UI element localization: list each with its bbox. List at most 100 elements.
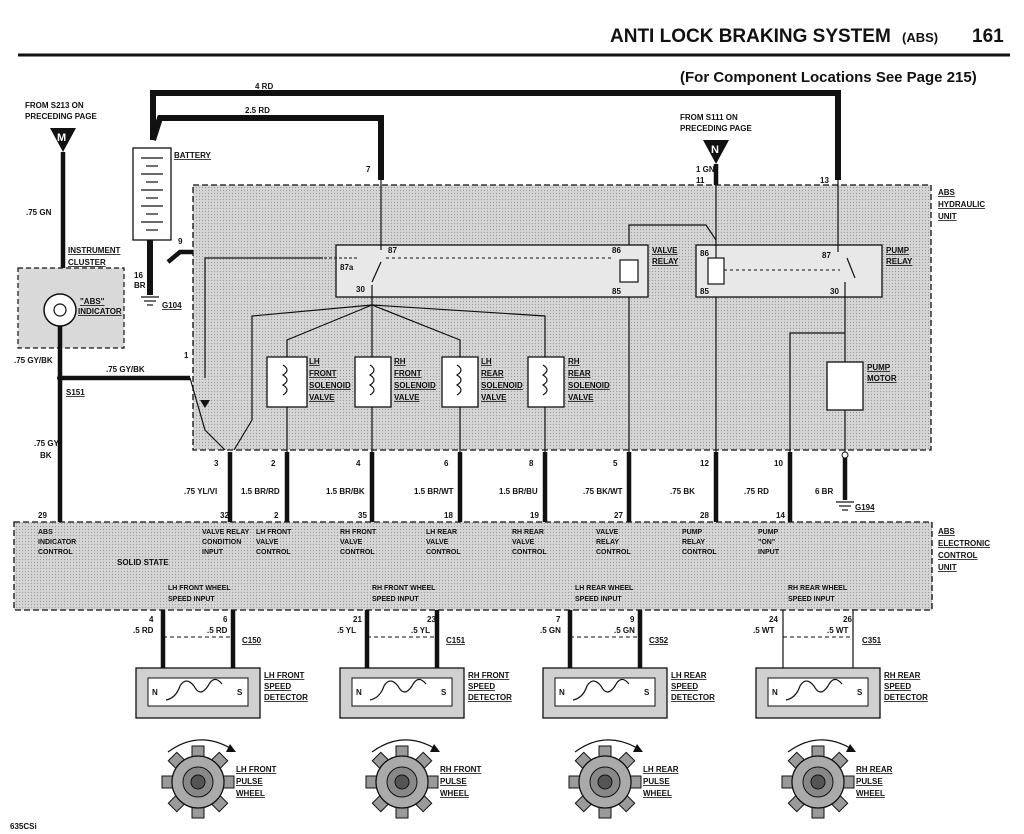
sensor-wire-label: .5 WT	[827, 626, 848, 635]
wire-pin-label: 8	[529, 459, 534, 468]
svg-text:11: 11	[696, 176, 705, 185]
wire-pin-label: 2	[271, 459, 276, 468]
svg-text:RELAY: RELAY	[652, 257, 679, 266]
pump-relay	[695, 244, 883, 298]
page-title: ANTI LOCK BRAKING SYSTEM	[610, 26, 891, 47]
connector-label: C151	[446, 636, 466, 645]
svg-text:VALVE: VALVE	[394, 393, 420, 402]
connector-label: C352	[649, 636, 669, 645]
sensor-coil-icon	[572, 678, 630, 701]
sensor-wire-label: .5 RD	[207, 626, 228, 635]
svg-text:BK: BK	[40, 451, 52, 460]
sensor-wire-label: .5 YL	[337, 626, 356, 635]
svg-text:1 GN: 1 GN	[696, 165, 715, 174]
ecu-pin-number: 14	[776, 511, 785, 520]
svg-text:CONTROL: CONTROL	[938, 551, 978, 560]
connector-label: C150	[242, 636, 262, 645]
ecu-pin-label: VALVE	[596, 529, 619, 536]
sensor-pin-label: 4	[149, 615, 154, 624]
abs-hydraulic-unit: ABS HYDRAULIC UNIT 7 1 GN 11 13 9 VALVE …	[178, 165, 985, 460]
solid-state-label: SOLID STATE	[117, 558, 169, 567]
pulse-wheel-label: PULSE	[856, 777, 883, 786]
pulse-wheel-label: WHEEL	[440, 789, 469, 798]
pulse-wheel-icon	[161, 745, 235, 819]
svg-text:SOLENOID: SOLENOID	[568, 381, 610, 390]
terminal-s: S	[237, 688, 243, 697]
sensor-coil-icon	[165, 678, 223, 701]
pulse-wheel-label: PULSE	[643, 777, 670, 786]
pulse-wheel-label: LH FRONT	[236, 765, 277, 774]
pulse-wheel-icon	[365, 745, 439, 819]
svg-text:SOLENOID: SOLENOID	[394, 381, 436, 390]
rotation-arrow-icon	[167, 739, 231, 753]
battery-label: BATTERY	[174, 151, 212, 160]
arrowhead-icon	[846, 744, 856, 752]
ecu-pin-label: RELAY	[682, 539, 705, 546]
arrowhead-icon	[226, 744, 236, 752]
terminal-n: N	[772, 688, 778, 697]
wire-label-25rd: 2.5 RD	[245, 106, 270, 115]
svg-text:.75 GY/BK: .75 GY/BK	[14, 356, 53, 365]
sensor-wire-label: .5 GN	[614, 626, 635, 635]
ecu-pin-label: CONTROL	[426, 549, 461, 556]
sensor-wire-label: .5 GN	[540, 626, 561, 635]
ecu-pin-label: LH FRONT	[256, 529, 292, 536]
wire-label-4rd: 4 RD	[255, 82, 273, 91]
connector-n-icon	[703, 140, 729, 164]
svg-text:87: 87	[822, 251, 831, 260]
svg-text:REAR: REAR	[481, 369, 504, 378]
svg-text:86: 86	[700, 249, 709, 258]
ecu-pin-label: CONTROL	[256, 549, 291, 556]
wire-color-label: .75 BK/WT	[583, 487, 623, 496]
arrowhead-icon	[430, 744, 440, 752]
speed-input-label: RH REAR WHEEL	[788, 585, 848, 592]
solenoid-coil-icon	[455, 364, 462, 396]
pulse-wheel-icon	[781, 745, 855, 819]
connector-m: FROM S213 ON PRECEDING PAGE M .75 GN	[25, 101, 98, 268]
abs-electronic-control-unit: ABS ELECTRONIC CONTROL UNIT SOLID STATE	[13, 521, 990, 611]
ecu-pin-label: VALVE	[512, 539, 535, 546]
abs-indicator-lamp-icon	[43, 293, 77, 327]
sensor-wire-label: .5 YL	[411, 626, 430, 635]
ecu-pin-label: VALVE	[426, 539, 449, 546]
arrowhead-icon	[633, 744, 643, 752]
svg-text:30: 30	[830, 287, 839, 296]
ecu-pin-label: RH REAR	[512, 529, 544, 536]
detector-body	[767, 677, 869, 707]
ecu-pin-label: INPUT	[758, 549, 780, 556]
wire-pin-label: 3	[214, 459, 219, 468]
ecu-pin-number: 29	[38, 511, 47, 520]
ecu-pin-number: 18	[444, 511, 453, 520]
solenoid-coil-icon	[368, 364, 375, 396]
svg-text:85: 85	[700, 287, 709, 296]
speed-input-label: SPEED INPUT	[372, 596, 419, 603]
wire-label-br: BR	[134, 281, 146, 290]
valve-relay-coil-icon	[619, 259, 639, 283]
ecu-pin-number: 2	[274, 511, 279, 520]
svg-text:RH: RH	[394, 357, 406, 366]
svg-text:PRECEDING PAGE: PRECEDING PAGE	[680, 124, 753, 133]
svg-text:MOTOR: MOTOR	[867, 374, 897, 383]
ecu-pin-label: VALVE	[340, 539, 363, 546]
svg-text:SOLENOID: SOLENOID	[481, 381, 523, 390]
wire-label-16: 16	[134, 271, 143, 280]
svg-text:PUMP: PUMP	[867, 363, 891, 372]
pulse-wheel-label: RH REAR	[856, 765, 893, 774]
detector-label: RH REAR	[884, 671, 921, 680]
svg-text:VALVE: VALVE	[481, 393, 507, 402]
model-footer: 635CSi	[10, 822, 37, 831]
ecu-pin-number: 32	[220, 511, 229, 520]
page-header: ANTI LOCK BRAKING SYSTEM (ABS) 161 (For …	[18, 26, 1010, 86]
ecu-pin-label: PUMP	[758, 529, 779, 536]
speed-input-label: LH REAR WHEEL	[575, 585, 634, 592]
svg-text:HYDRAULIC: HYDRAULIC	[938, 200, 985, 209]
sensor-pin-label: 6	[223, 615, 228, 624]
detector-label: RH FRONT	[468, 671, 509, 680]
pulse-wheel-label: WHEEL	[643, 789, 672, 798]
svg-text:G194: G194	[855, 503, 875, 512]
wire-color-label: .75 BK	[670, 487, 695, 496]
connector-m-icon	[50, 128, 76, 152]
svg-text:FROM S111 ON: FROM S111 ON	[680, 113, 738, 122]
